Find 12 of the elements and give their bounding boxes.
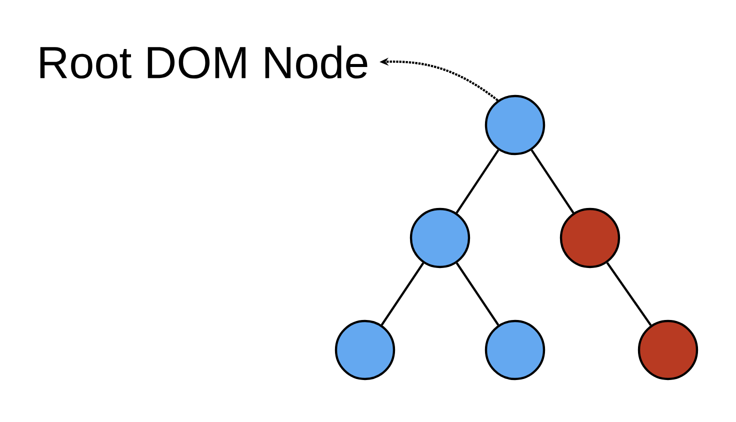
tree-edge	[606, 262, 652, 326]
tree-edge	[456, 262, 500, 326]
tree-node-circle	[484, 320, 546, 380]
tree-node-circle	[334, 320, 396, 380]
tree-edge	[530, 149, 574, 214]
node-label: Root DOM Node	[40, 45, 368, 79]
tree-node-circle	[638, 320, 698, 380]
tree-edge	[380, 262, 424, 326]
tree-node-circle	[484, 94, 546, 156]
tree-node-circle	[410, 208, 470, 268]
tree-edge	[456, 149, 500, 214]
tree-node-circle	[560, 208, 620, 268]
